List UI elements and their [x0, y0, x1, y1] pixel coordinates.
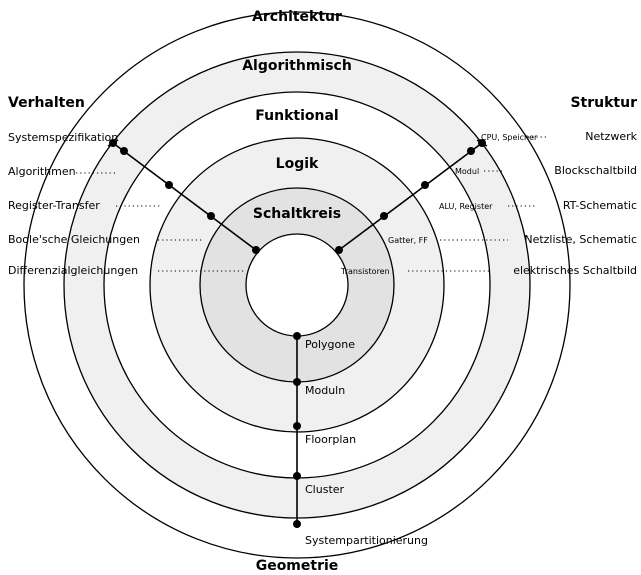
level-title-schaltkreis: Schaltkreis — [253, 206, 341, 222]
structure-point — [467, 147, 475, 155]
level-title-architektur: Architektur — [252, 9, 342, 25]
behavior-point — [165, 181, 173, 189]
structure-label: elektrisches Schaltbild — [513, 264, 637, 277]
structure-small-label: ALU, Register — [439, 202, 493, 211]
behavior-label: Algorithmen — [8, 165, 76, 178]
structure-small-label: Modul — [455, 167, 479, 176]
geometry-point — [293, 520, 301, 528]
structure-small-label: Gatter, FF — [388, 236, 428, 245]
behavior-leaders — [76, 172, 246, 272]
geometry-point — [293, 378, 301, 386]
geometry-label: Cluster — [305, 483, 345, 496]
level-title-logik: Logik — [276, 156, 319, 172]
structure-label: Netzliste, Schematic — [524, 233, 637, 246]
structure-label: Blockschaltbild — [554, 164, 637, 177]
structure-label: RT-Schematic — [563, 199, 637, 212]
structure-point — [421, 181, 429, 189]
structure-point — [335, 246, 343, 254]
geometry-point — [293, 422, 301, 430]
geometry-point — [293, 472, 301, 480]
structure-axis — [338, 142, 483, 251]
behavior-label: Boole'sche Gleichungen — [8, 233, 140, 246]
domain-title-behavior: Verhalten — [8, 95, 85, 111]
structure-point — [478, 139, 486, 147]
behavior-label: Systemspezifikation — [8, 131, 118, 144]
geometry-point — [293, 332, 301, 340]
geometry-label: Moduln — [305, 384, 345, 397]
behavior-axis — [112, 142, 257, 251]
geometry-label: Polygone — [305, 338, 355, 351]
domain-title-structure: Struktur — [570, 95, 637, 111]
behavior-point — [120, 147, 128, 155]
structure-small-label: CPU, Speicher — [481, 133, 538, 142]
level-title-funktional: Funktional — [255, 108, 338, 124]
geometry-label: Floorplan — [305, 433, 356, 446]
level-title-algorithmisch: Algorithmisch — [242, 58, 352, 74]
geometry-label: Systempartitionierung — [305, 534, 428, 547]
structure-leaders — [408, 136, 548, 272]
behavior-point — [109, 139, 117, 147]
structure-label: Netzwerk — [585, 130, 637, 143]
center-hole — [245, 233, 349, 337]
behavior-label: Differenzialgleichungen — [8, 264, 138, 277]
domain-title-geometry: Geometrie — [256, 558, 339, 574]
behavior-label: Register-Transfer — [8, 199, 100, 212]
structure-point — [380, 212, 388, 220]
structure-small-label: Transistoren — [340, 267, 390, 276]
behavior-point — [207, 212, 215, 220]
behavior-point — [252, 246, 260, 254]
